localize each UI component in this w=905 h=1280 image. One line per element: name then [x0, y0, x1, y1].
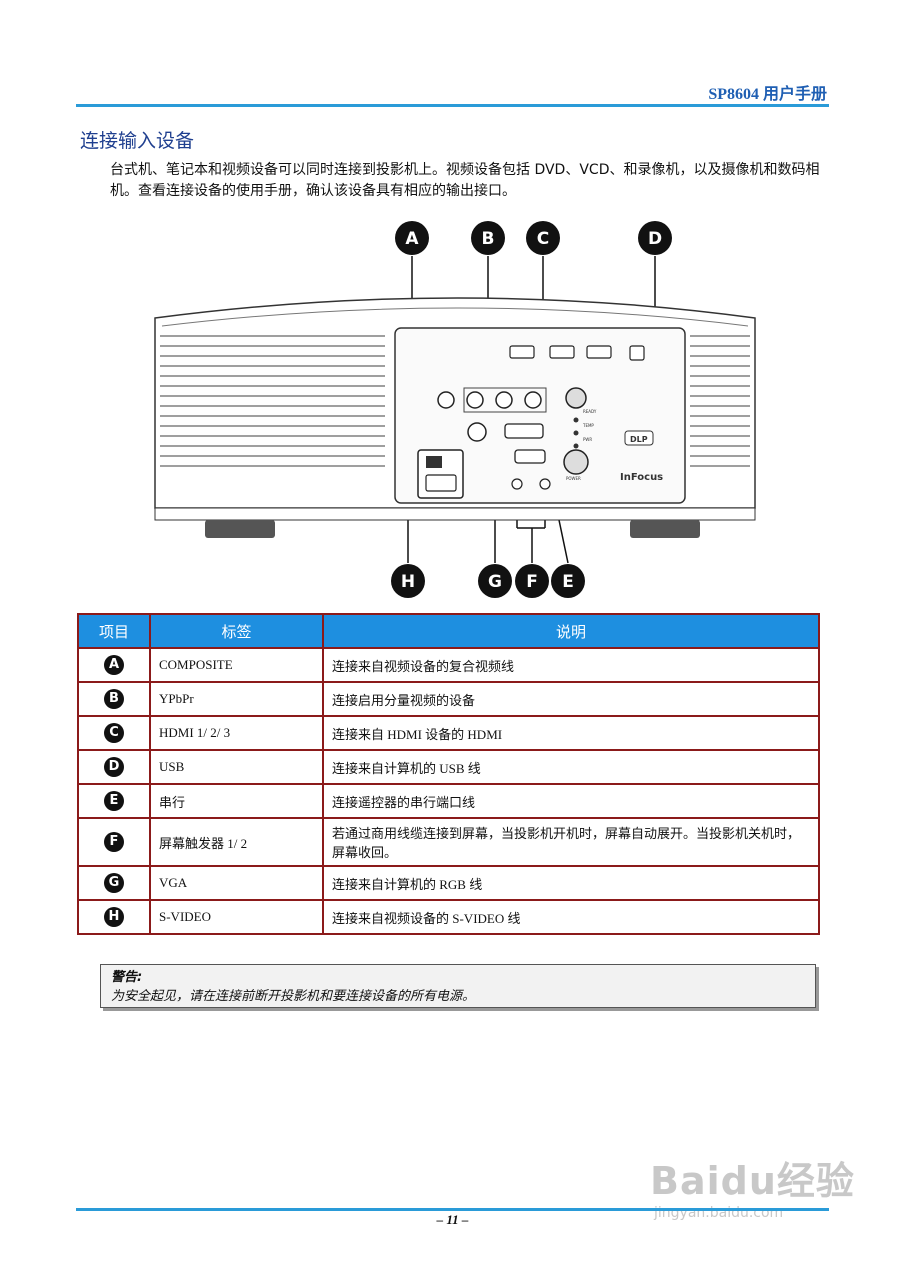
callout-g-icon [478, 564, 512, 598]
callout-d: D [648, 229, 662, 249]
callout-h-icon [391, 564, 425, 598]
table-row: D USB 连接来自计算机的 USB 线 [77, 749, 820, 785]
row-label: S-VIDEO [149, 899, 324, 935]
temp-led-label: TEMP [582, 423, 594, 428]
header-label: 标签 [149, 613, 324, 649]
header-title: SP8604 用户手册 [708, 86, 827, 103]
item-badge: C [104, 723, 124, 743]
callout-f: F [526, 572, 538, 592]
row-description: 连接来自视频设备的复合视频线 [322, 647, 820, 683]
row-description: 连接来自 HDMI 设备的 HDMI [322, 715, 820, 751]
port-table: 项目 标签 说明 A COMPOSITE 连接来自视频设备的复合视频线 B YP… [77, 613, 820, 935]
callout-e: E [562, 572, 574, 592]
callout-e-icon [551, 564, 585, 598]
header-divider [76, 104, 829, 107]
dlp-logo: DLP [630, 435, 648, 444]
row-label: USB [149, 749, 324, 785]
row-description: 若通过商用线缆连接到屏幕，当投影机开机时，屏幕自动展开。当投影机关机时，屏幕收回… [322, 817, 820, 867]
power-button-label: POWER [566, 476, 581, 481]
item-badge: H [104, 907, 124, 927]
item-badge: E [104, 791, 124, 811]
item-badge: B [104, 689, 124, 709]
table-header-row: 项目 标签 说明 [77, 613, 820, 649]
callout-h: H [401, 572, 415, 592]
table-row: E 串行 连接遥控器的串行端口线 [77, 783, 820, 819]
callout-f-icon [515, 564, 549, 598]
row-label: HDMI 1/ 2/ 3 [149, 715, 324, 751]
row-description: 连接来自计算机的 RGB 线 [322, 865, 820, 901]
page-number: – 11 – [436, 1212, 469, 1227]
row-label: 屏幕触发器 1/ 2 [149, 817, 324, 867]
header-item: 项目 [77, 613, 151, 649]
table-row: F 屏幕触发器 1/ 2 若通过商用线缆连接到屏幕，当投影机开机时，屏幕自动展开… [77, 817, 820, 867]
callout-g: G [488, 572, 502, 592]
item-badge: G [104, 873, 124, 893]
item-badge: D [104, 757, 124, 777]
brand-logo: InFocus [620, 472, 663, 483]
watermark: Baidu经验 jingyan.baidu.com [650, 1150, 870, 1250]
header-description: 说明 [322, 613, 820, 649]
row-description: 连接来自计算机的 USB 线 [322, 749, 820, 785]
table-row: A COMPOSITE 连接来自视频设备的复合视频线 [77, 647, 820, 683]
table-row: H S-VIDEO 连接来自视频设备的 S-VIDEO 线 [77, 899, 820, 935]
warning-title: 警告: [111, 970, 143, 985]
row-label: VGA [149, 865, 324, 901]
ready-led-label: READY [583, 409, 597, 414]
projector-diagram: READY TEMP PWR POWER DLP InFocus A B C D… [154, 221, 756, 598]
table-row: C HDMI 1/ 2/ 3 连接来自 HDMI 设备的 HDMI [77, 715, 820, 751]
table-row: B YPbPr 连接启用分量视频的设备 [77, 681, 820, 717]
callout-b: B [482, 229, 495, 249]
callout-d-icon [638, 221, 672, 255]
item-badge: F [104, 832, 124, 852]
watermark-logo: Baidu经验 [650, 1159, 855, 1203]
row-description: 连接遥控器的串行端口线 [322, 783, 820, 819]
projector-rear-panel-figure: READY TEMP PWR POWER DLP InFocus A B C D… [150, 218, 770, 608]
row-description: 连接启用分量视频的设备 [322, 681, 820, 717]
footer-divider [76, 1208, 829, 1211]
warning-box: 警告: 为安全起见，请在连接前断开投影机和要连接设备的所有电源。 [100, 964, 816, 1008]
callout-b-icon [471, 221, 505, 255]
table-row: G VGA 连接来自计算机的 RGB 线 [77, 865, 820, 901]
callout-a: A [405, 229, 419, 249]
row-description: 连接来自视频设备的 S-VIDEO 线 [322, 899, 820, 935]
row-label: 串行 [149, 783, 324, 819]
row-label: COMPOSITE [149, 647, 324, 683]
pwr-led-label: PWR [583, 437, 592, 442]
item-badge: A [104, 655, 124, 675]
callout-c: C [537, 229, 549, 249]
row-label: YPbPr [149, 681, 324, 717]
warning-text: 为安全起见，请在连接前断开投影机和要连接设备的所有电源。 [111, 989, 476, 1004]
section-title: 连接输入设备 [80, 130, 195, 152]
callout-c-icon [526, 221, 560, 255]
intro-paragraph: 台式机、笔记本和视频设备可以同时连接到投影机上。视频设备包括 DVD、VCD、和… [110, 162, 820, 199]
callout-a-icon [395, 221, 429, 255]
